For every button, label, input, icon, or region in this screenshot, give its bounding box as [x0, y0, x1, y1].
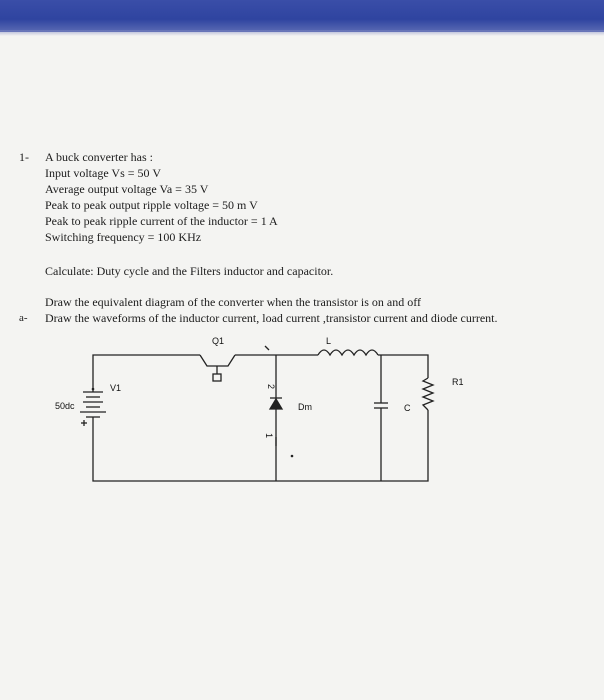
- label-source-50dc: 50dc: [55, 401, 75, 411]
- top-color-band: [0, 0, 604, 36]
- part-a-marker: a-: [19, 312, 28, 324]
- given-output-ripple-voltage: Peak to peak output ripple voltage = 50 …: [45, 198, 258, 212]
- given-average-output-voltage: Average output voltage Va = 35 V: [45, 182, 209, 196]
- transistor-q1-body: [199, 354, 236, 367]
- problem-number: 1-: [19, 150, 29, 164]
- calculate-instruction: Calculate: Duty cycle and the Filters in…: [45, 264, 334, 278]
- draw-waveforms-instruction: Draw the waveforms of the inductor curre…: [45, 311, 498, 325]
- inductor-l: [317, 349, 379, 357]
- switch-indicator-mark: [264, 345, 270, 351]
- resistor-r1: [421, 377, 435, 411]
- given-switching-frequency: Switching frequency = 100 KHz: [45, 230, 202, 244]
- wire-inductor-to-r1: [378, 354, 429, 378]
- wire-left-top: [92, 354, 200, 392]
- problem-intro: A buck converter has :: [45, 150, 153, 164]
- given-inductor-ripple-current: Peak to peak ripple current of the induc…: [45, 214, 278, 228]
- label-r1: R1: [452, 377, 464, 387]
- node-dot-top: [91, 387, 95, 391]
- label-dm: Dm: [298, 402, 312, 412]
- label-c: C: [404, 403, 411, 413]
- label-node-1: 1: [264, 433, 274, 438]
- label-node-2: 2: [266, 384, 276, 389]
- label-l: L: [326, 336, 331, 346]
- node-dot-bottom: [290, 454, 294, 458]
- label-v1: V1: [110, 383, 121, 393]
- given-input-voltage: Input voltage Vs = 50 V: [45, 166, 161, 180]
- draw-equivalent-instruction: Draw the equivalent diagram of the conve…: [45, 295, 421, 309]
- transistor-q1-gate: [212, 373, 222, 382]
- label-q1: Q1: [212, 336, 224, 346]
- diode-dm: [268, 397, 284, 410]
- wire-r1-bottom: [92, 410, 429, 482]
